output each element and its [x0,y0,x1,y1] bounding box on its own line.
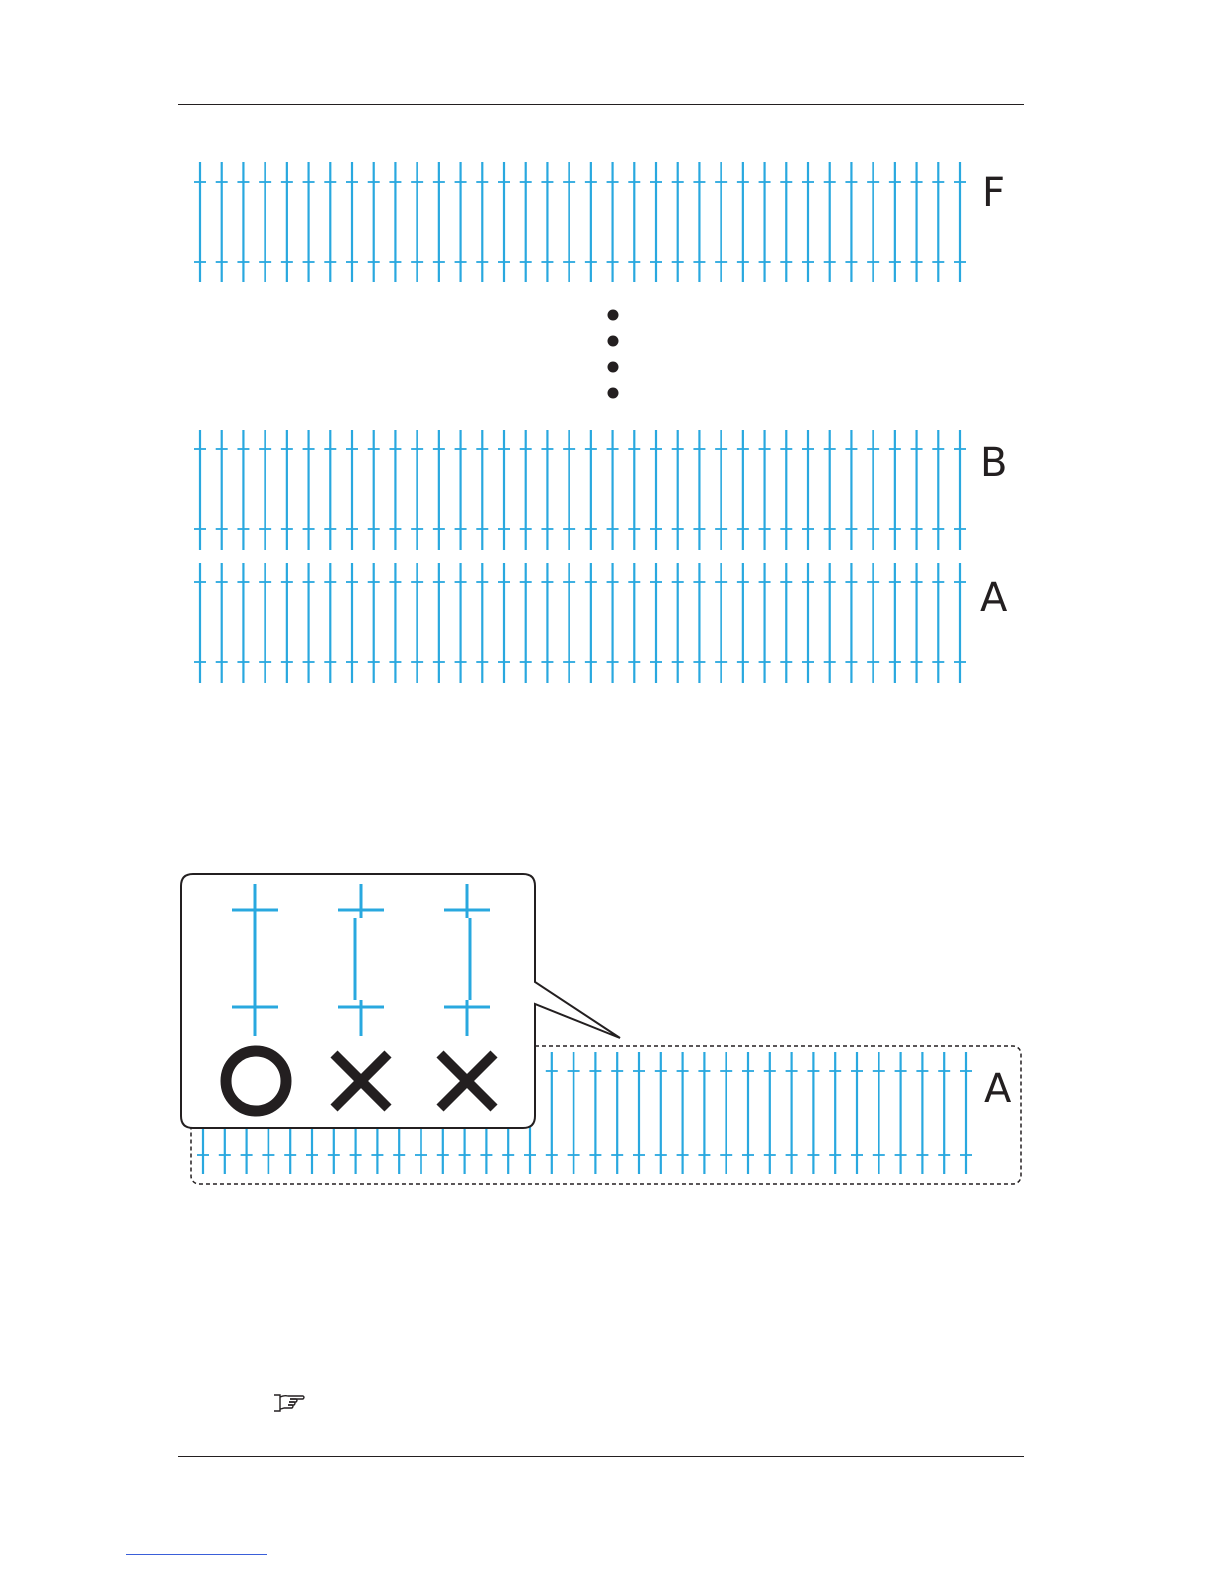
callout-bubble [181,874,620,1128]
ellipsis-dots [608,310,619,399]
row-label-f: F [982,170,1005,216]
pattern-row-f [194,162,966,282]
example-row-label: A [984,1066,1012,1112]
row-label-b: B [980,440,1007,486]
pattern-row-a [194,563,966,683]
pointing-hand-icon [272,1392,306,1414]
pattern-row-b [194,430,966,550]
row-label-a: A [980,575,1008,621]
